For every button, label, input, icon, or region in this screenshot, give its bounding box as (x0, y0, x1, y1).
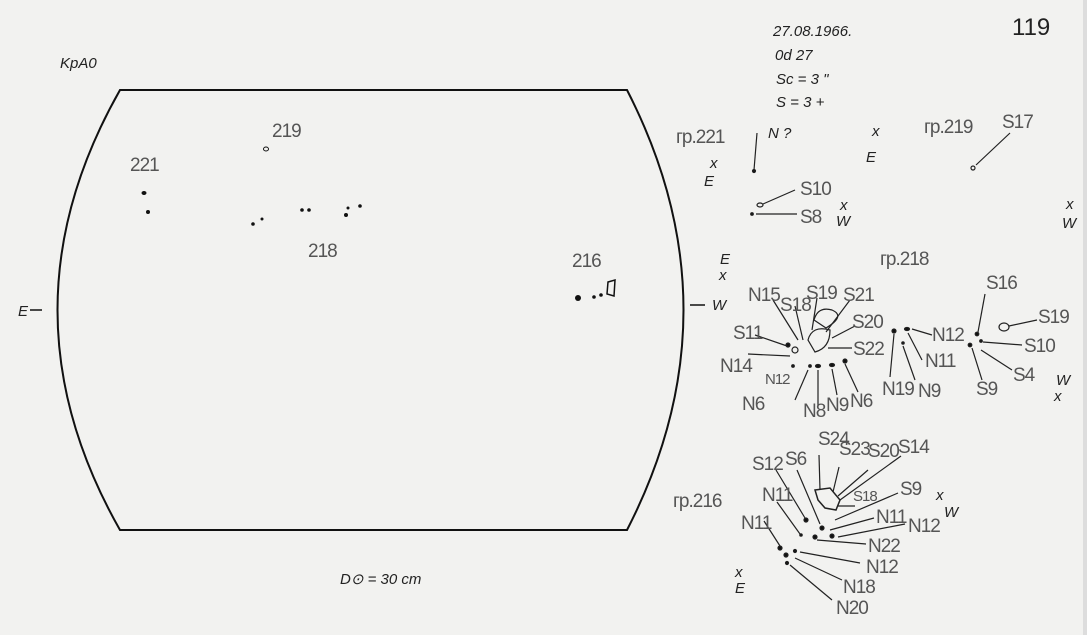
group-221-n-question: N ? (768, 125, 792, 142)
spot-label: S21 (843, 285, 875, 306)
group-216-sketch (763, 454, 906, 601)
spot-label: N9 (918, 381, 941, 402)
group-221-sketch (750, 132, 797, 216)
observation-date: 27.08.1966. (773, 23, 853, 40)
spot-label: N19 (882, 379, 915, 400)
cross-mark: x (840, 197, 848, 214)
spot-label: S22 (853, 339, 885, 360)
spot-label: N11 (925, 351, 956, 372)
disk-spots (141, 146, 616, 301)
cross-mark: x (1054, 388, 1062, 405)
spot-label: S4 (1013, 365, 1035, 386)
spot-label: S23 (839, 439, 871, 460)
spot-label: S10 (1024, 336, 1056, 357)
spot-label: S10 (800, 179, 832, 200)
group-218-sketch (747, 293, 1038, 405)
group-216-east: E (735, 580, 746, 597)
spot-label: N22 (868, 536, 901, 557)
observatory-code: KpA0 (60, 55, 97, 72)
group-219-west: W (1062, 215, 1077, 232)
cross-mark: x (719, 267, 727, 284)
disk-group-label: 219 (272, 121, 302, 142)
group-219-title: гр.219 (924, 117, 973, 138)
group-221-west: W (836, 213, 851, 230)
disk-west-label: W (712, 297, 727, 314)
seeing-s: S = 3 + (776, 94, 825, 111)
disk-group-label: 216 (572, 251, 602, 272)
page-number: 119 (1012, 14, 1051, 41)
group-216-west: W (944, 504, 959, 521)
spot-label: N11 (762, 485, 793, 506)
spot-label: S24 (818, 429, 850, 450)
spot-label: N6 (742, 394, 765, 415)
cross-mark: x (1066, 196, 1074, 213)
spot-label: S20 (868, 441, 900, 462)
spot-label: S17 (1002, 112, 1034, 133)
seeing-sc: Sc = 3 " (776, 71, 829, 88)
cross-mark: x (735, 564, 743, 581)
spot-label: S19 (806, 283, 838, 304)
spot-label: N6 (850, 391, 873, 412)
group-221-east: E (704, 173, 715, 190)
spot-label: S9 (900, 479, 922, 500)
group-218-title: гр.218 (880, 249, 929, 270)
group-218-west: W (1056, 372, 1071, 389)
spot-label: S18 (780, 295, 812, 316)
group-221-title: гр.221 (676, 127, 725, 148)
spot-label: S6 (785, 449, 807, 470)
spot-label: N20 (836, 598, 869, 619)
spot-label: S11 (733, 323, 763, 344)
spot-label: N12 (866, 557, 899, 578)
spot-label: N12 (932, 325, 965, 346)
spot-label: S20 (852, 312, 884, 333)
spot-label: N15 (748, 285, 781, 306)
observation-time: 0d 27 (775, 47, 813, 64)
spot-label: N11 (876, 507, 907, 528)
scan-edge (1083, 0, 1087, 635)
spot-label: N11 (741, 513, 772, 534)
spot-label: S18 (853, 488, 878, 505)
spot-label: N18 (843, 577, 876, 598)
group-216-title: гр.216 (673, 491, 722, 512)
spot-label: S16 (986, 273, 1018, 294)
spot-label: S12 (752, 454, 784, 475)
spot-label: N14 (720, 356, 753, 377)
cross-mark: x (872, 123, 880, 140)
cross-mark: x (936, 487, 944, 504)
group-219-east: E (866, 149, 877, 166)
spot-label: N9 (826, 395, 849, 416)
disk-diameter: D⊙ = 30 cm (340, 571, 422, 588)
spot-label: N12 (765, 371, 791, 388)
spot-label: S9 (976, 379, 998, 400)
disk-east-label: E (18, 303, 29, 320)
disk-group-label: 218 (308, 241, 338, 262)
group-218-east: E (720, 251, 731, 268)
spot-label: N8 (803, 401, 826, 422)
solar-disk-outline (56, 89, 685, 531)
spot-label: S19 (1038, 307, 1070, 328)
spot-label: S14 (898, 437, 930, 458)
spot-label: N12 (908, 516, 941, 537)
cross-mark: x (710, 155, 718, 172)
spot-label: S8 (800, 207, 822, 228)
group-219-sketch (970, 132, 1011, 171)
disk-group-label: 221 (130, 155, 160, 176)
